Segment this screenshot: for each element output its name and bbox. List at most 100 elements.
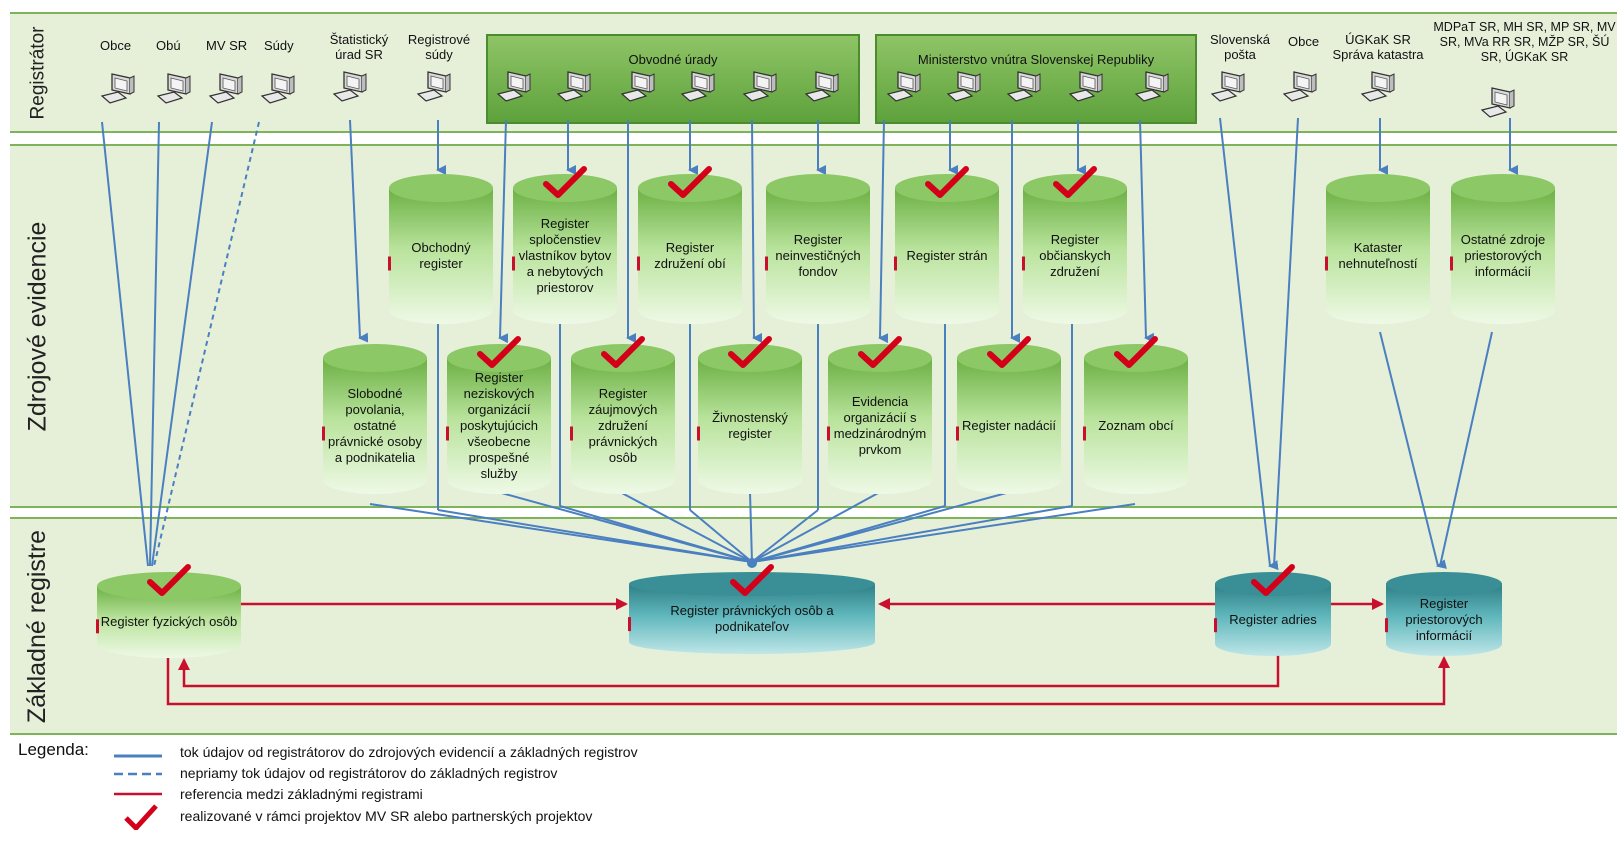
obvodne-urady-group: Obvodné úrady [486, 34, 860, 124]
computer-terminal-icon [496, 70, 532, 104]
source-register-obchodny: Obchodný register [388, 174, 494, 324]
base-register-priestorovych-label: Register priestorových informácií [1405, 596, 1483, 643]
flow-arrow [751, 119, 763, 343]
legend-indirect-symbol [114, 772, 162, 776]
checkmark-icon [668, 166, 712, 198]
legend-reference-text: referencia medzi základnými registrami [180, 786, 423, 802]
computer-terminal-icon [260, 72, 296, 106]
checkmark-icon [925, 166, 969, 198]
legend-reference-symbol [114, 792, 162, 796]
source-register-neziskovych-label: Register neziskových organizácií poskytu… [459, 370, 539, 481]
source-register-zivnostensky: Živnostenský register [697, 344, 803, 494]
registrator-sudy-label: Súdy [264, 38, 294, 53]
source-register-zivnostensky-label: Živnostenský register [712, 410, 788, 441]
source-register-splocenstiev: Register spločenstiev vlastníkov bytov a… [512, 174, 618, 324]
base-register-fyzickych-label: Register fyzických osôb [100, 614, 238, 629]
flow-arrow [498, 119, 509, 344]
flow-line [1273, 117, 1299, 567]
flow-line [751, 503, 1136, 563]
source-register-neinvesticnych: Register neinvestičných fondov [765, 174, 871, 324]
flow-line [751, 505, 1073, 563]
computer-terminal-icon [680, 70, 716, 104]
ministerstvo-label: Ministerstvo vnútra Slovenskej Republiky [917, 52, 1155, 67]
checkmark-icon [987, 336, 1031, 368]
flow-junction [747, 558, 757, 568]
flow-line [149, 121, 160, 567]
obvodne-urady-label: Obvodné úrady [628, 52, 718, 67]
source-register-zaujmovych-label: Register záujmových združení právnických… [588, 386, 658, 465]
flow-arrow [878, 119, 889, 344]
computer-terminal-icon [1210, 70, 1246, 104]
flow-line [101, 121, 149, 567]
registrator-mvsr-label: MV SR [206, 38, 248, 53]
base-register-priestorovych: Register priestorových informácií [1385, 572, 1503, 656]
registrator-obce-label: Obce [100, 38, 132, 53]
computer-terminal-icon [332, 70, 368, 104]
reference-line [178, 652, 1280, 688]
registrator-obu-label: Obú [156, 38, 181, 53]
flow-line [1439, 331, 1493, 567]
base-register-fyzickych: Register fyzických osôb [96, 572, 242, 658]
computer-terminal-icon [1068, 70, 1104, 104]
computer-terminal-icon [1006, 70, 1042, 104]
source-register-kataster: Kataster nehnuteľností [1325, 174, 1431, 324]
base-register-adries-label: Register adries [1229, 612, 1317, 627]
source-register-obchodny-label: Obchodný register [411, 240, 471, 271]
base-register-pravnickych: Register právnických osôb a podnikateľov [628, 572, 876, 654]
base-register-pravnickych-label: Register právnických osôb a podnikateľov [670, 603, 834, 634]
flow-line [751, 491, 881, 563]
checkmark-icon [601, 336, 645, 368]
legend-flow-text: tok údajov od registrátorov do zdrojovýc… [180, 744, 638, 760]
checkmark-icon [1251, 564, 1295, 596]
computer-terminal-icon [208, 72, 244, 106]
computer-terminal-icon [1134, 70, 1170, 104]
source-register-stran-label: Register strán [906, 248, 988, 263]
checkmark-icon [147, 564, 191, 596]
computer-terminal-icon [804, 70, 840, 104]
base-register-adries: Register adries [1214, 572, 1332, 656]
computer-terminal-icon [886, 70, 922, 104]
indirect-flow-line [153, 121, 260, 567]
computer-terminal-icon [416, 70, 452, 104]
checkmark-icon [730, 564, 774, 596]
computer-terminal-icon [1480, 86, 1516, 120]
ministerstvo-group: Ministerstvo vnútra Slovenskej Republiky [875, 34, 1197, 124]
flow-line [437, 509, 753, 563]
source-register-obcianskych: Register občianskych združení [1022, 174, 1128, 324]
checkmark-icon [858, 336, 902, 368]
legend-checkmark-icon [124, 804, 158, 830]
flow-line [689, 509, 753, 563]
computer-terminal-icon [156, 72, 192, 106]
source-register-ostatne: Ostatné zdroje priestorových informácií [1450, 174, 1556, 324]
computer-terminal-icon [1360, 70, 1396, 104]
source-register-obcianskych-label: Register občianskych združení [1039, 232, 1111, 279]
checkmark-icon [1114, 336, 1158, 368]
registrator-obce2-label: Obce [1288, 34, 1320, 49]
registrator-registrove-sudy-label: Registrové súdy [407, 32, 471, 62]
flow-line [749, 491, 753, 563]
computer-terminal-icon [620, 70, 656, 104]
computer-terminal-icon [556, 70, 592, 104]
source-register-splocenstiev-label: Register spločenstiev vlastníkov bytov a… [518, 216, 612, 295]
flow-arrow [349, 119, 369, 343]
registrator-statisticky-label: Štatistický úrad SR [329, 32, 389, 62]
registrator-mdpat-label: MDPaT SR, MH SR, MP SR, MV SR, MVa RR SR… [1433, 20, 1616, 64]
source-register-nadacii-label: Register nadácií [962, 418, 1056, 433]
reference-line [166, 652, 1450, 706]
registrator-posta-label: Slovenská pošta [1210, 32, 1270, 62]
legend-realized-text: realizované v rámci projektov MV SR aleb… [180, 808, 593, 824]
legend-flow-symbol [114, 754, 162, 758]
computer-terminal-icon [100, 72, 136, 106]
legend-title: Legenda: [18, 740, 89, 759]
flow-line [151, 121, 213, 567]
source-register-slobodne: Slobodné povolania, ostatné právnické os… [322, 344, 428, 494]
computer-terminal-icon [946, 70, 982, 104]
flow-line [751, 509, 819, 563]
source-register-evidencia: Evidencia organizácií s medzinárodným pr… [827, 344, 933, 494]
source-register-slobodne-label: Slobodné povolania, ostatné právnické os… [328, 386, 422, 465]
checkmark-icon [728, 336, 772, 368]
legend-indirect-text: nepriamy tok údajov od registrátorov do … [180, 765, 558, 781]
checkmark-icon [543, 166, 587, 198]
source-register-nadacii: Register nadácií [956, 344, 1062, 494]
